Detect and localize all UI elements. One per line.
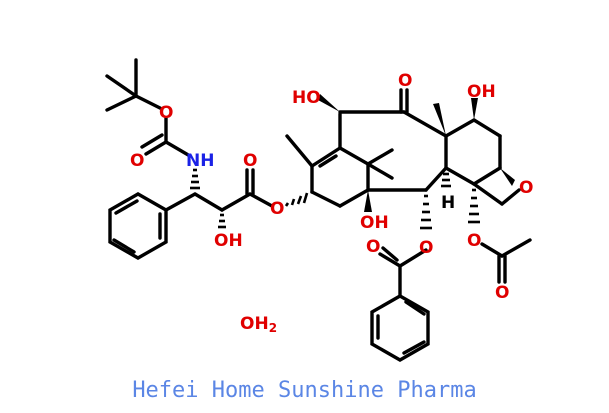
nh-hash-bond (190, 168, 200, 190)
phenyl-ring-1 (108, 192, 168, 260)
atom-boc-carbonyl-o: O (130, 151, 144, 171)
atom-c1-oh: OH (360, 213, 389, 233)
oh-hash-bond (218, 213, 226, 229)
atom-h-label: H (441, 193, 455, 213)
atom-c4-o: O (467, 231, 481, 251)
atom-ester-carbonyl-o: O (243, 151, 257, 171)
atom-ester-o: O (270, 199, 284, 219)
acetate-group (480, 238, 532, 284)
atom-side-chain-oh: OH (214, 231, 243, 251)
taxane-core (285, 88, 521, 230)
benzoate-group (370, 246, 430, 362)
h-hash-bond (441, 172, 451, 188)
ester-hash-bond (284, 192, 309, 207)
atom-benzoate-carbonyl-o: O (366, 237, 380, 257)
atom-boc-o: O (159, 103, 173, 123)
c2-hash-bond (420, 194, 432, 230)
phenyl-ring-2 (370, 294, 430, 362)
side-chain (108, 168, 309, 260)
atom-c7-oh: OH (467, 82, 496, 102)
watermark-text: Hefei Home Sunshine Pharma (132, 378, 477, 403)
boc-group (105, 58, 192, 158)
water-label: OH2 (240, 314, 277, 335)
atom-c10-oh: HO (292, 88, 321, 108)
atom-nh: NH (186, 151, 214, 171)
c4-hash-bond (468, 188, 480, 224)
atom-c9-ketone: O (398, 71, 412, 91)
atom-c2-o: O (419, 238, 433, 258)
atom-acetate-carbonyl-o: O (495, 283, 509, 303)
atom-oxetane-o: O (519, 178, 533, 198)
atom-labels: O O NH O O OH HO O OH O OH O O H O O (130, 71, 533, 303)
